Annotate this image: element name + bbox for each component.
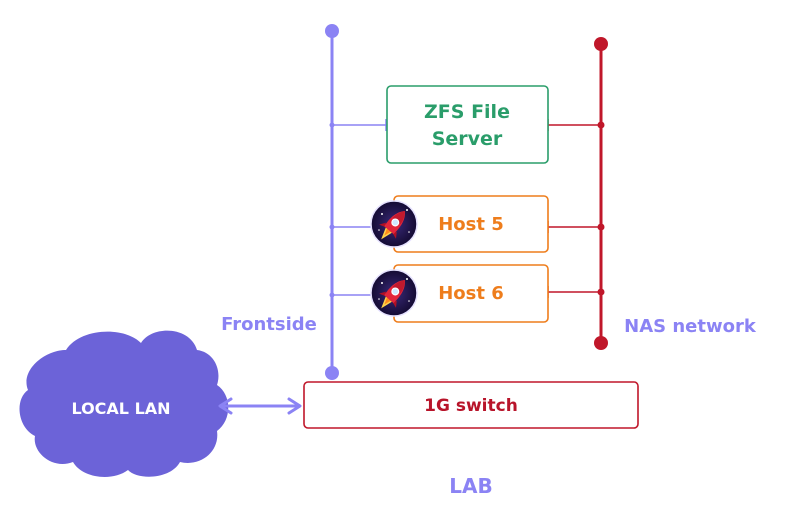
host6-label: Host 6 (438, 283, 504, 304)
rocket-icon (370, 200, 418, 248)
frontside-bus-top-dot (325, 24, 339, 38)
frontside-label: Frontside (221, 314, 317, 335)
switch-label: 1G switch (424, 396, 518, 416)
lab-label: LAB (449, 474, 492, 498)
zfs-file-server-line2: Server (432, 128, 503, 150)
host6-node: Host 6 (370, 264, 549, 323)
frontside-bus (325, 24, 387, 380)
local-lan-label: LOCAL LAN (71, 399, 170, 418)
nas-bus-top-dot (594, 37, 608, 51)
rocket-icon (370, 269, 418, 317)
nas-bus-bottom-dot (594, 336, 608, 350)
zfs-file-server-line1: ZFS File (424, 101, 510, 123)
zfs-file-server-node: ZFS File Server (386, 85, 549, 164)
nas-network-label: NAS network (624, 316, 757, 337)
cloud-shape (19, 330, 229, 477)
host5-label: Host 5 (438, 214, 504, 235)
frontside-bus-bottom-dot (325, 366, 339, 380)
local-lan-cloud: LOCAL LAN (19, 330, 229, 477)
switch-node: 1G switch (303, 381, 639, 429)
host5-node: Host 5 (370, 195, 549, 253)
lan-switch-arrow (218, 397, 302, 415)
nas-bus (547, 37, 608, 350)
